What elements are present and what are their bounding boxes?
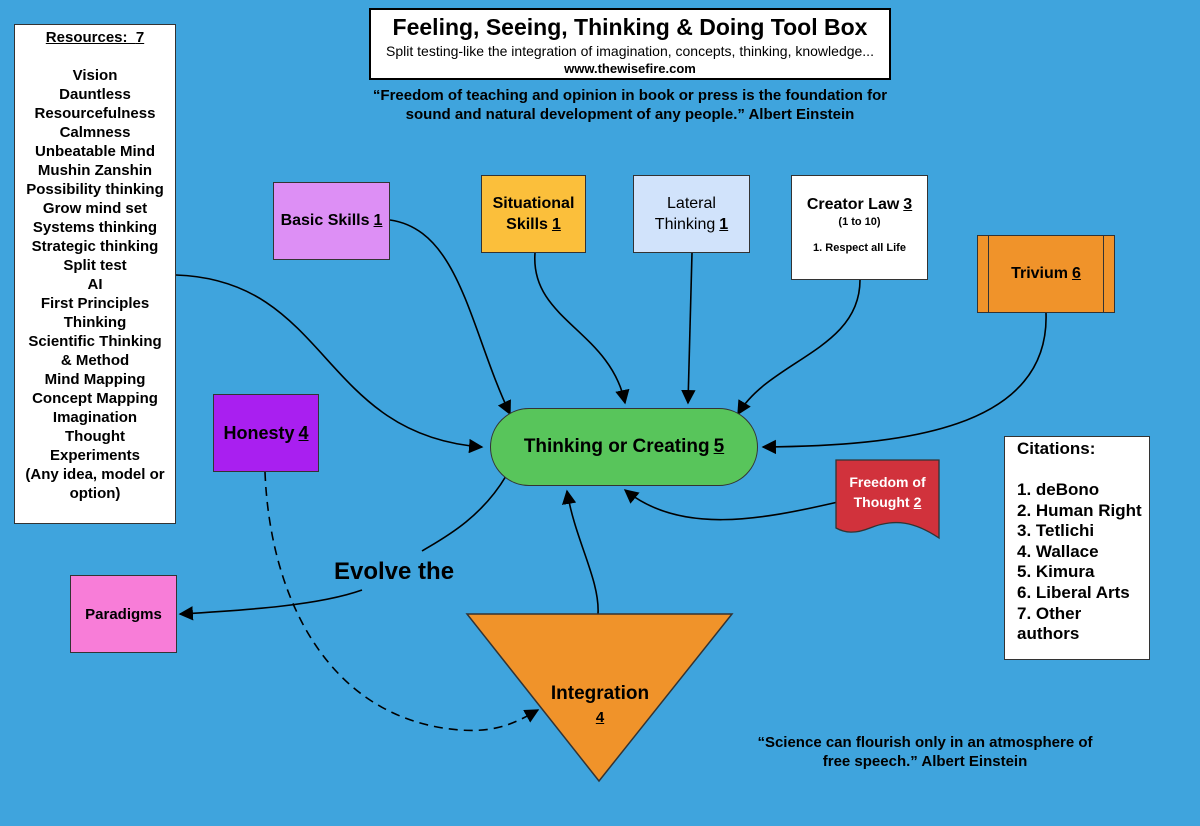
quote-top: “Freedom of teaching and opinion in book… [372, 87, 888, 123]
arrow-lateral-to-thinking [681, 252, 696, 405]
resource-item: Systems thinking [32, 219, 158, 236]
resource-item: Possibility thinking [26, 181, 164, 198]
title: Feeling, Seeing, Thinking & Doing Tool B… [392, 14, 868, 40]
resource-item: & Method [60, 352, 130, 369]
resource-item: Mushin Zanshin [37, 162, 153, 179]
citation-item: 7. Other [1017, 603, 1082, 623]
arrow-honesty-to-integration [264, 471, 540, 732]
resources-heading: Resources: 7 [45, 29, 145, 46]
integration-label: Integration 4 [550, 683, 650, 726]
citation-item: authors [1017, 624, 1080, 644]
resource-item: Thinking [63, 314, 127, 331]
quote-bottom: “Science can flourish only in an atmosph… [757, 734, 1093, 770]
integration-triangle [465, 613, 734, 783]
resource-item: Vision [72, 67, 118, 84]
resource-item: AI [87, 276, 103, 293]
arrow-evolve-to-paradigms [178, 589, 363, 621]
arrow-freedom-to-thinking [623, 489, 839, 521]
arrow-basic-skills-to-thinking [389, 219, 511, 416]
resource-item: Mind Mapping [44, 371, 146, 388]
website-url: www.thewisefire.com [564, 61, 696, 76]
arrow-creator-to-thinking [737, 279, 861, 416]
resource-item: Experiments [49, 447, 141, 464]
arrow-resources-to-thinking [175, 274, 484, 454]
citation-item: 6. Liberal Arts [1017, 582, 1130, 602]
resource-item: Unbeatable Mind [34, 143, 155, 160]
resource-item: (Any idea, model or [25, 466, 165, 483]
citation-item: 3. Tetlichi [1017, 521, 1095, 541]
resource-item: Scientific Thinking [28, 333, 162, 350]
citation-item: 2. Human Right [1017, 500, 1142, 520]
citation-item: 4. Wallace [1017, 541, 1099, 561]
resource-item: Calmness [59, 124, 131, 141]
resource-item: Imagination [52, 409, 138, 426]
resource-item: Thought [65, 428, 125, 445]
resource-item: option) [69, 485, 121, 502]
arrow-thinking-to-evolve [421, 475, 507, 552]
evolve-label: Evolve the [334, 558, 455, 585]
citations-heading: Citations: [1017, 439, 1096, 458]
citation-item: 5. Kimura [1017, 562, 1095, 582]
title-box: Feeling, Seeing, Thinking & Doing Tool B… [369, 8, 891, 80]
arrow-situational-to-thinking [534, 252, 630, 405]
resource-item: Concept Mapping [32, 390, 158, 407]
resource-item: Split test [63, 257, 127, 274]
resource-item: Strategic thinking [31, 238, 159, 255]
subtitle: Split testing-like the integration of im… [386, 43, 874, 59]
resource-item: Resourcefulness [34, 105, 156, 122]
citation-item: 1. deBono [1017, 480, 1100, 499]
paradigms-node: Paradigms [70, 575, 177, 653]
resource-item: Grow mind set [42, 200, 148, 217]
resource-item: First Principles [40, 295, 150, 312]
arrow-integration-to-thinking [561, 489, 599, 615]
resource-item: Dauntless [59, 86, 131, 103]
freedom-of-thought-shape [835, 459, 940, 540]
arrow-trivium-to-thinking [761, 312, 1047, 455]
